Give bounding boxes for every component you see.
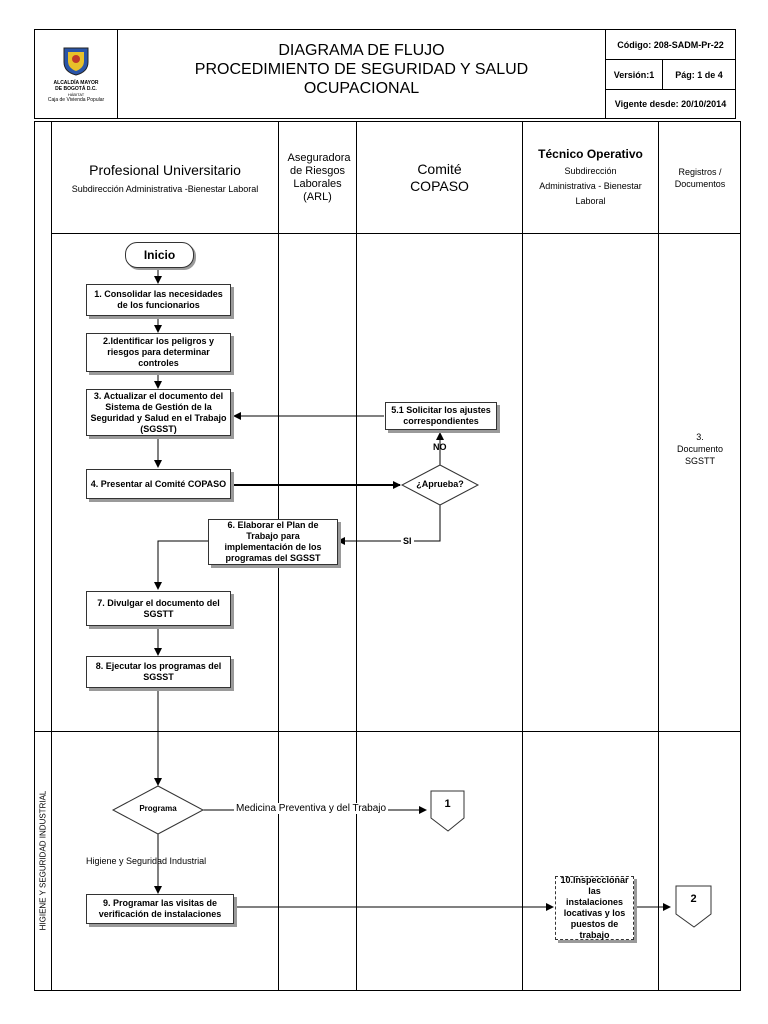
step-8-text: 8. Ejecutar los programas del SGSST — [95, 661, 222, 682]
programa-label: Programa — [139, 804, 177, 813]
si-label: SI — [401, 536, 414, 546]
title-line-3: OCUPACIONAL — [303, 79, 420, 97]
registro-3-text: 3. Documento SGSTT — [676, 432, 724, 466]
higiene-label: Higiene y Seguridad Industrial — [86, 856, 207, 866]
logo-line-3: HÁBITAT — [67, 91, 85, 97]
decision-label: ¿Aprueba? — [416, 479, 464, 489]
logo-line-2: DE BOGOTÁ D.C. — [55, 85, 97, 92]
logo: ALCALDÍA MAYOR DE BOGOTÁ D.C. HÁBITAT Ca… — [36, 34, 116, 114]
lane-arl-text: Aseguradora de Riesgos Laborales (ARL) — [287, 151, 351, 203]
logo-line-4: Caja de Vivienda Popular — [47, 96, 105, 103]
page-title: DIAGRAMA DE FLUJO PROCEDIMIENTO DE SEGUR… — [118, 30, 605, 108]
lane-profesional-title: Profesional Universitario — [89, 161, 241, 178]
medicina-label: Medicina Preventiva y del Trabajo — [234, 803, 389, 814]
connector-1-label: 1 — [444, 798, 451, 810]
vigente-text: Vigente desde: 20/10/2014 — [614, 99, 727, 109]
lane-profesional-sub: Subdirección Administrativa -Bienestar L… — [71, 183, 259, 194]
lane-header-arl: Aseguradora de Riesgos Laborales (ARL) — [279, 122, 356, 233]
lane-divider-2 — [356, 121, 357, 991]
title-line-2: PROCEDIMIENTO DE SEGURIDAD Y SALUD — [194, 60, 529, 78]
offpage-connector-2 — [675, 885, 712, 928]
lane-divider-4 — [658, 121, 659, 991]
step-6: 6. Elaborar el Plan de Trabajo para impl… — [208, 519, 338, 565]
start-terminator: Inicio — [125, 242, 194, 268]
step-5-1: 5.1 Solicitar los ajustes correspondient… — [385, 402, 497, 430]
step-7: 7. Divulgar el documento del SGSTT — [86, 591, 231, 626]
vigente-cell: Vigente desde: 20/10/2014 — [605, 89, 736, 119]
step-4-text: 4. Presentar al Comité COPASO — [90, 478, 227, 489]
step-9-text: 9. Programar las visitas de verificación… — [98, 898, 222, 919]
decision-diamond — [400, 464, 480, 506]
step-1-text: 1. Consolidar las necesidades de los fun… — [94, 289, 223, 310]
lane-divider-3 — [522, 121, 523, 991]
shield-icon — [63, 47, 89, 76]
lane-registros-text: Registros / Documentos — [674, 166, 726, 189]
lane-tecnico-sub: Subdirección Administrativa - Bienestar … — [539, 165, 642, 206]
programa-diamond — [111, 785, 205, 835]
section-divider — [34, 731, 741, 732]
codigo-text: Código: 208-SADM-Pr-22 — [617, 39, 724, 50]
connector-2-label: 2 — [690, 893, 697, 905]
step-9: 9. Programar las visitas de verificación… — [86, 894, 234, 924]
step-7-text: 7. Divulgar el documento del SGSTT — [97, 597, 220, 619]
lane-comite-text: Comité COPASO — [410, 160, 469, 194]
step-3: 3. Actualizar el documento del Sistema d… — [86, 389, 231, 436]
registro-3: 3. Documento SGSTT — [660, 427, 740, 471]
lane-header-profesional: Profesional Universitario Subdirección A… — [52, 122, 278, 233]
title-line-1: DIAGRAMA DE FLUJO — [278, 41, 445, 59]
version-text: Versión:1 — [613, 69, 655, 80]
lane-tecnico-title: Técnico Operativo — [538, 146, 643, 161]
step-10: 10.Inspeccionar las instalaciones locati… — [555, 875, 634, 940]
step-10-text: 10.Inspeccionar las instalaciones locati… — [560, 875, 629, 940]
step-4: 4. Presentar al Comité COPASO — [86, 469, 231, 499]
pagina-text: Pág: 1 de 4 — [675, 69, 723, 80]
step-2: 2.Identificar los peligros y riesgos par… — [86, 333, 231, 372]
step-1: 1. Consolidar las necesidades de los fun… — [86, 284, 231, 316]
side-divider — [51, 121, 52, 991]
logo-line-1: ALCALDÍA MAYOR — [53, 79, 99, 86]
no-label: NO — [433, 442, 447, 452]
lane-header-comite: Comité COPASO — [357, 122, 522, 233]
lane-header-registros: Registros / Documentos — [659, 122, 741, 233]
step-2-text: 2.Identificar los peligros y riesgos par… — [102, 336, 215, 368]
start-label: Inicio — [143, 248, 176, 262]
header-row-divider — [51, 233, 741, 234]
swimlane-frame — [34, 121, 741, 991]
step-5-1-text: 5.1 Solicitar los ajustes correspondient… — [391, 405, 491, 426]
step-6-text: 6. Elaborar el Plan de Trabajo para impl… — [224, 520, 322, 563]
offpage-connector-1 — [430, 790, 465, 832]
step-3-text: 3. Actualizar el documento del Sistema d… — [90, 390, 227, 434]
step-8: 8. Ejecutar los programas del SGSST — [86, 656, 231, 688]
lane-header-tecnico: Técnico Operativo Subdirección Administr… — [523, 122, 658, 233]
